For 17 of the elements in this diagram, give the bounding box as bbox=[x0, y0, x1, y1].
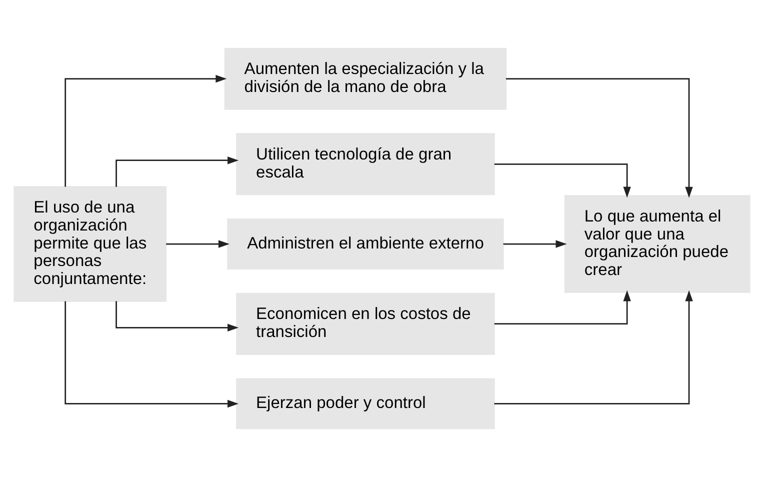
arrow bbox=[494, 290, 631, 325]
node-box: El uso de una organización permite que las personas conjuntamente: bbox=[14, 186, 167, 302]
arrow bbox=[506, 78, 693, 198]
arrow bbox=[64, 301, 239, 408]
arrow bbox=[494, 163, 631, 198]
arrow bbox=[494, 290, 693, 404]
node-box: Economicen en los costos de transición bbox=[236, 292, 495, 355]
arrow bbox=[64, 74, 227, 187]
node-box: Utilicen tecnología de gran escala bbox=[236, 133, 495, 196]
arrow bbox=[116, 301, 239, 332]
node-box: Administren el ambiente externo bbox=[227, 218, 504, 270]
node-box: Lo que aumenta el valor que una organización puede crear bbox=[564, 195, 750, 293]
arrow bbox=[116, 156, 239, 187]
arrow bbox=[166, 240, 230, 248]
node-box: Aumenten la especialización y la división de la mano de obra bbox=[224, 48, 507, 110]
node-box: Ejerzan poder y control bbox=[236, 378, 495, 430]
arrow bbox=[503, 240, 567, 248]
